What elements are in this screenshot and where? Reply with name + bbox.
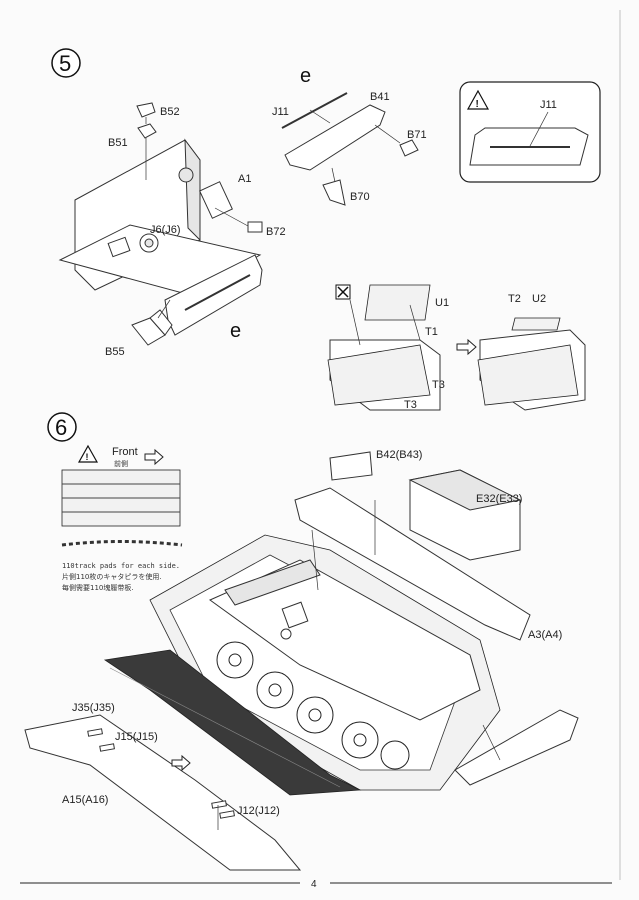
- label-b72: B72: [266, 226, 286, 238]
- label-j35: J35(J35): [72, 702, 115, 714]
- step5-caution-inset: ! J11: [459, 81, 601, 183]
- label-a15: A15(A16): [62, 794, 108, 806]
- note-jp: 片側110枚のキャタピラを使用.: [62, 572, 162, 581]
- label-j15: J15(J15): [115, 731, 158, 743]
- arrow-right-icon: [144, 448, 164, 466]
- label-inset-j11: J11: [540, 99, 557, 111]
- arrow-right-icon: [456, 338, 477, 356]
- label-a3: A3(A4): [528, 629, 562, 641]
- label-j11: J11: [272, 106, 289, 118]
- label-b55: B55: [105, 346, 125, 358]
- step5-rear-plate-drawing: [58, 102, 263, 346]
- label-e-bottom: e: [230, 320, 241, 342]
- label-u2: U2: [532, 293, 546, 305]
- label-b42: B42(B43): [376, 449, 422, 461]
- step6-number: 6: [55, 415, 67, 440]
- label-b71: B71: [407, 129, 427, 141]
- label-e32: E32(E33): [476, 493, 522, 505]
- label-u1: U1: [435, 297, 449, 309]
- track-pad-sample-drawing: [61, 469, 183, 547]
- label-e-top: e: [300, 65, 311, 87]
- step6-hull-assembly-drawing: B42(B43) E32(E33) A3(A4) J35(J35) J15(J1…: [24, 449, 579, 871]
- label-t3b: T3: [404, 399, 417, 411]
- label-t2: T2: [508, 293, 521, 305]
- page-footer: 4: [20, 879, 612, 890]
- step5-number: 5: [59, 51, 71, 76]
- label-b51: B51: [108, 137, 128, 149]
- label-t1: T1: [425, 326, 438, 338]
- front-label-cjk: 前側: [114, 459, 128, 468]
- step5-fender-drawing: e J11 B41 B71 B70: [272, 65, 427, 206]
- label-b52: B52: [160, 106, 180, 118]
- label-a1: A1: [238, 173, 251, 185]
- note-cn: 每側需要110塊履带板.: [62, 583, 134, 592]
- label-b70: B70: [350, 191, 370, 203]
- step5-track-assembly-drawing: U1 T1 T3 T3 T2 U2: [327, 284, 586, 411]
- step6-front-note: ! Front 前側 110track pads for each side. …: [61, 444, 183, 592]
- step6-number-badge: 6: [47, 412, 77, 442]
- svg-text:!: !: [86, 452, 89, 462]
- warning-triangle-icon: !: [466, 89, 490, 110]
- step5-number-badge: 5: [51, 48, 81, 78]
- arrow-right-icon: [171, 754, 191, 772]
- label-j12: J12(J12): [237, 805, 280, 817]
- cross-out-icon: [335, 284, 351, 300]
- label-j6: J6(J6): [150, 224, 181, 236]
- label-t3a: T3: [432, 379, 445, 391]
- svg-text:!: !: [476, 99, 479, 110]
- label-b41: B41: [370, 91, 390, 103]
- note-en: 110track pads for each side.: [62, 562, 180, 570]
- front-label: Front: [112, 446, 138, 458]
- warning-triangle-icon: !: [77, 444, 99, 463]
- page-number: 4: [311, 879, 317, 890]
